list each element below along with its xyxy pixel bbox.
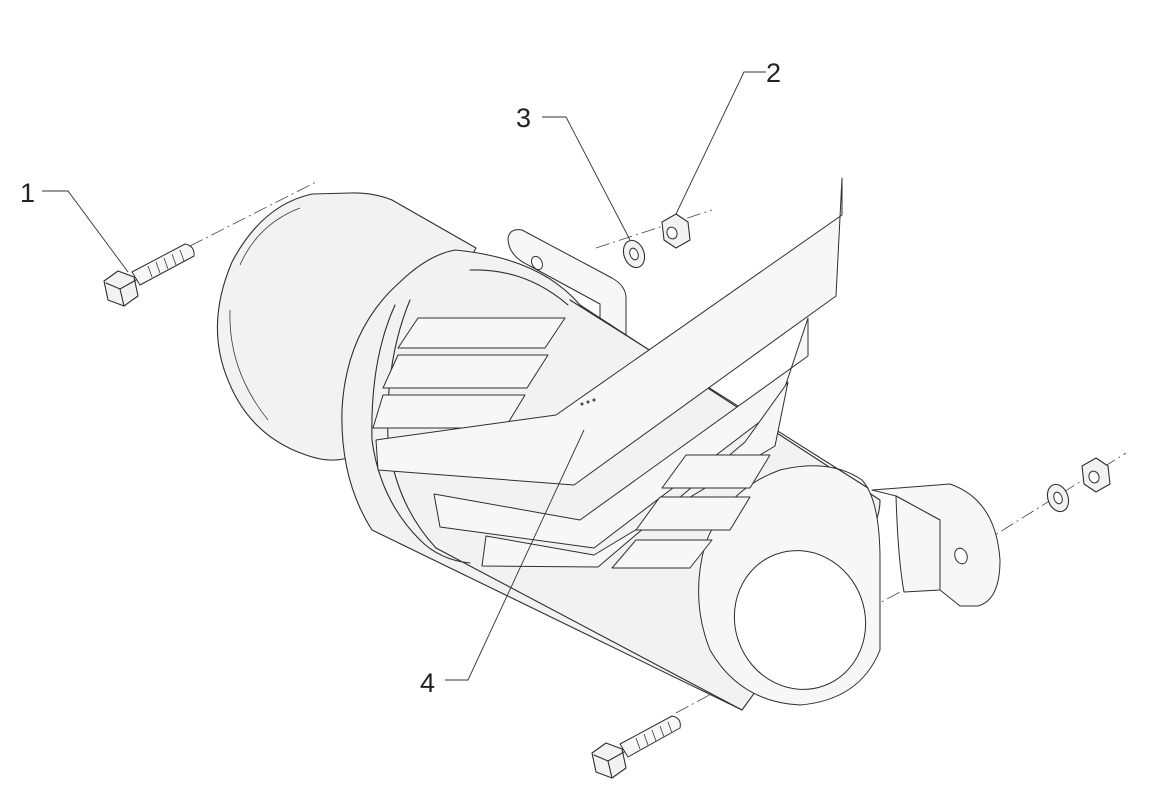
v-stripes xyxy=(372,177,843,569)
leader-lines xyxy=(42,71,766,681)
top-bracket xyxy=(507,229,627,341)
nut-icon xyxy=(1081,457,1111,493)
callout-2: 2 xyxy=(766,58,781,88)
washer-icon xyxy=(622,239,646,269)
bolt-icon xyxy=(103,243,195,307)
callout-3: 3 xyxy=(516,103,531,133)
callout-1: 1 xyxy=(20,178,35,208)
callout-4: 4 xyxy=(420,668,435,698)
right-bracket xyxy=(871,483,1001,607)
bolt-icon xyxy=(591,715,681,779)
washer-icon xyxy=(1046,483,1070,513)
nut-icon xyxy=(661,213,691,249)
